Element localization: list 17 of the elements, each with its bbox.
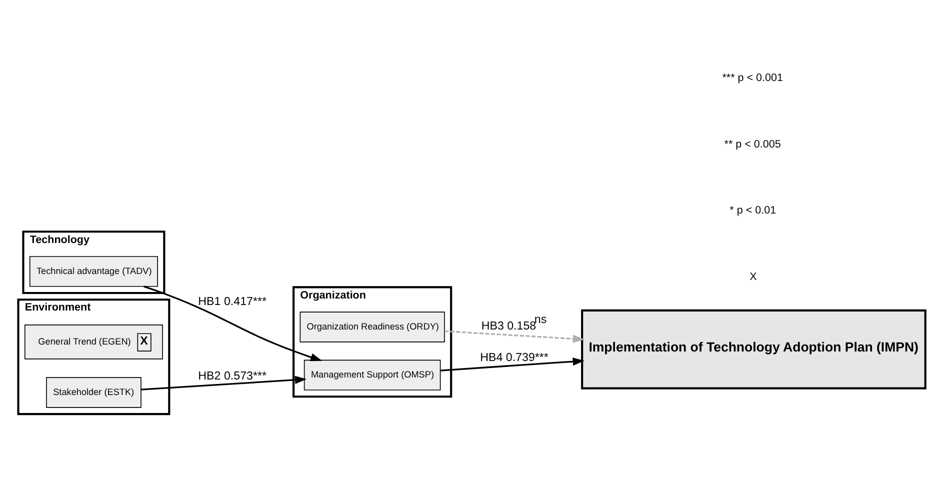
arrow xyxy=(444,330,585,343)
edge-label: HB2 0.573*** xyxy=(198,369,267,382)
node-box: Technical advantage (TADV) xyxy=(29,256,158,287)
node-box: Stakeholder (ESTK) xyxy=(46,377,142,408)
node-box: Organization Readiness (ORDY) xyxy=(300,312,445,342)
arrow xyxy=(144,286,322,362)
label: * p < 0.01 xyxy=(730,204,776,217)
arrow xyxy=(141,376,307,390)
label: X xyxy=(750,271,757,284)
label: *** p < 0.001 xyxy=(722,72,783,84)
node-box: General Trend (EGEN) X xyxy=(24,324,163,360)
label: ** p < 0.005 xyxy=(724,138,781,150)
edge-label: HB4 0.739*** xyxy=(480,351,548,364)
node-box: Management Support (OMSP) xyxy=(304,360,441,390)
arrow xyxy=(440,358,584,372)
node-box: Implementation of Technology Adoption Plan (IMPN) xyxy=(581,309,926,390)
edge-label: HB1 0.417*** xyxy=(198,294,267,308)
